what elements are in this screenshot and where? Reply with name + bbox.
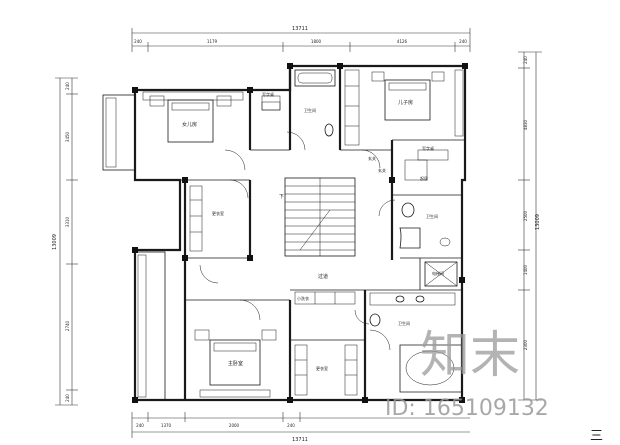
watermark-id: ID: 165109132 xyxy=(385,396,549,421)
watermark: 知末 ID: 165109132 三 xyxy=(385,326,603,444)
son-wardrobe xyxy=(454,69,464,137)
hall-cabinet xyxy=(344,69,360,146)
interior-walls xyxy=(180,66,465,400)
room-study: 写字桌 xyxy=(262,91,274,97)
daughter-wardrobe xyxy=(142,91,244,101)
room-closet-left: 更衣室 xyxy=(212,210,224,216)
room-master-closet: 更衣室 xyxy=(316,365,328,371)
master-bath-fixtures xyxy=(369,292,463,393)
left-dim-5: 240 xyxy=(65,394,70,402)
left-dim-2: 3450 xyxy=(65,131,70,142)
laundry-cabinet xyxy=(294,291,356,305)
master-bed xyxy=(194,329,277,386)
bottom-dim-2: 1370 xyxy=(161,423,172,428)
room-corridor: 过道 xyxy=(318,273,328,280)
bottom-total-dim: 13711 xyxy=(292,437,308,443)
daughter-bed xyxy=(149,95,232,143)
top-dimension-lines: 13711 240 1179 1800 4126 240 xyxy=(131,26,471,52)
right-dim-5: 2300 xyxy=(523,339,528,350)
room-hall-left: 玄关 xyxy=(378,167,386,173)
bottom-dimension-lines: 240 1370 2000 240 13711 xyxy=(131,412,470,443)
left-dim-4: 2740 xyxy=(65,320,70,331)
bottom-dim-3: 2000 xyxy=(229,423,240,428)
structural-columns xyxy=(132,63,468,403)
top-dim-5: 240 xyxy=(459,39,467,44)
room-hall-right: 玄关 xyxy=(368,155,376,161)
right-dimension-lines: 240 4830 2500 1400 2300 13009 xyxy=(518,51,542,401)
son-bed xyxy=(371,71,445,121)
room-labels: 女儿房 写字桌 卫生间 儿子房 写字桌 更衣室 玄关 玄关 卫生间 起居 过道 … xyxy=(182,91,444,371)
exterior-walls xyxy=(102,64,467,402)
watermark-brand: 知末 xyxy=(420,326,520,384)
left-dimension-lines: 13009 240 3450 3310 2740 240 xyxy=(52,77,78,406)
right-total-dim: 13009 xyxy=(535,214,541,230)
room-daughter: 女儿房 xyxy=(182,121,197,128)
room-master-bed: 主卧室 xyxy=(228,360,243,367)
top-bathtub xyxy=(294,69,336,87)
right-dim-1: 240 xyxy=(523,56,528,64)
room-laundry: 小洗衣 xyxy=(297,295,309,301)
top-dim-3: 1800 xyxy=(311,39,322,44)
door-swings xyxy=(199,131,396,351)
left-dim-3: 3310 xyxy=(65,216,70,227)
right-bath-fixtures xyxy=(399,202,451,249)
room-bath-master: 卫生间 xyxy=(398,320,410,326)
room-lobby: 起居 xyxy=(420,175,428,181)
left-dim-1: 240 xyxy=(65,82,70,90)
room-bath-top: 卫生间 xyxy=(304,107,316,113)
bottom-dim-1: 240 xyxy=(136,423,144,428)
right-dim-3: 2500 xyxy=(523,210,528,221)
room-son: 儿子房 xyxy=(398,99,413,106)
top-dim-4: 4126 xyxy=(397,39,408,44)
stair-down-label: 下 xyxy=(279,194,284,200)
top-toilet xyxy=(324,123,334,137)
staircase: 下 xyxy=(279,177,356,257)
elevator xyxy=(424,261,458,287)
son-desk xyxy=(404,149,449,181)
top-dim-2: 1179 xyxy=(207,39,218,44)
left-closet-shelves xyxy=(189,185,203,252)
left-total-dim: 13009 xyxy=(52,234,58,250)
room-son-desk: 写字桌 xyxy=(422,145,434,151)
study-desk xyxy=(261,95,281,111)
room-bath-right: 卫生间 xyxy=(426,213,438,219)
room-elevator: 电梯间 xyxy=(432,270,444,276)
master-tv-cabinet xyxy=(199,389,271,398)
top-dim-1: 240 xyxy=(134,39,142,44)
right-dim-4: 1400 xyxy=(523,264,528,275)
bottom-dim-4: 240 xyxy=(287,423,295,428)
master-closet-shelves xyxy=(294,344,358,396)
right-dim-2: 4830 xyxy=(523,119,528,130)
top-total-dim: 13711 xyxy=(292,26,308,32)
watermark-partial: 三 xyxy=(590,429,603,444)
